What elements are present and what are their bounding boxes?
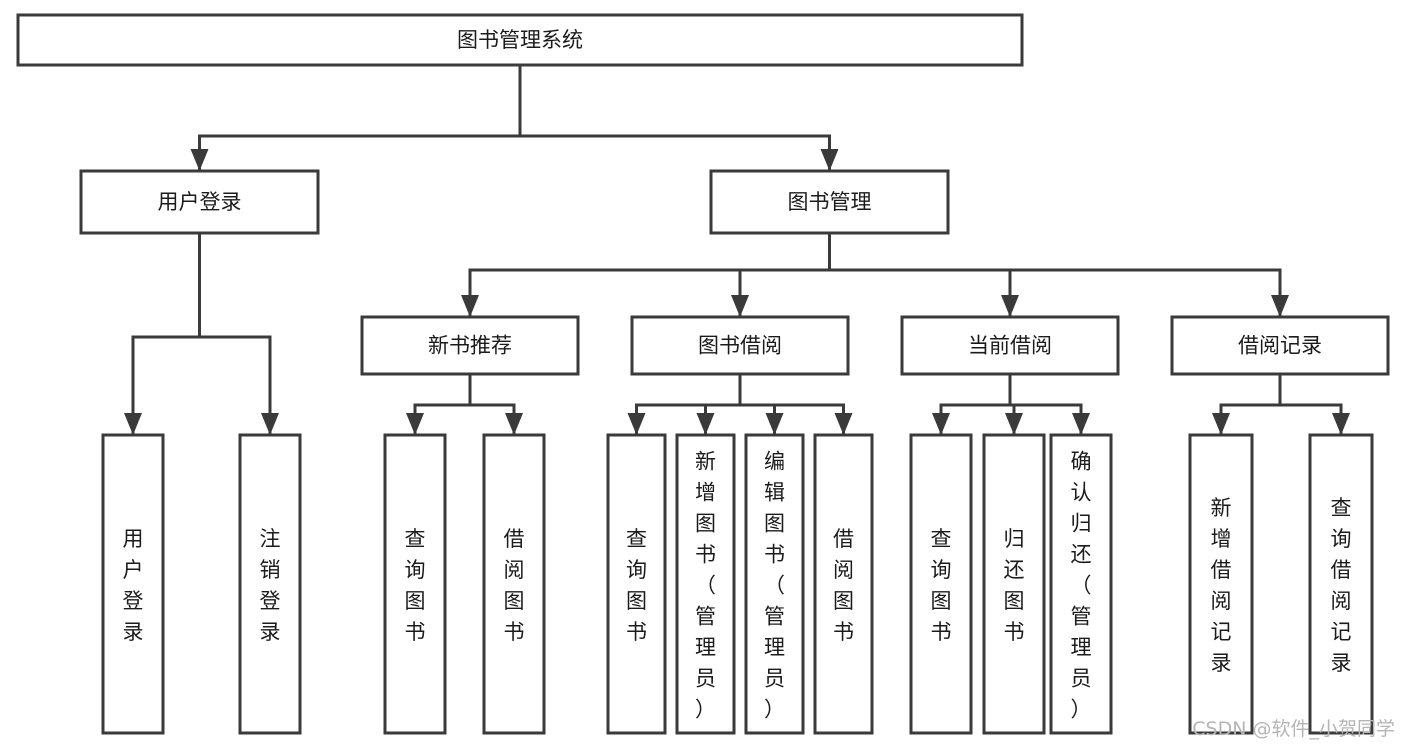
arrow-head-icon xyxy=(731,295,749,317)
node-box-leaf-br-query-record[interactable] xyxy=(1308,433,1374,735)
node-label-leaf-user-login: 用户登录 xyxy=(123,527,144,644)
node-box-leaf-cb-confirm-return[interactable] xyxy=(1049,433,1113,735)
node-box-leaf-bb-edit-book[interactable] xyxy=(744,433,805,735)
node-box-borrow-record[interactable] xyxy=(1170,315,1390,376)
arrow-head-icon xyxy=(124,413,142,435)
arrow-head-icon xyxy=(627,413,646,435)
node-label-leaf-bb-query-book: 查询图书 xyxy=(626,527,647,644)
node-box-leaf-bb-query-book[interactable] xyxy=(606,433,667,735)
arrow-head-icon xyxy=(834,413,853,435)
node-label-leaf-cb-query-book: 查询图书 xyxy=(931,527,952,644)
node-box-root[interactable] xyxy=(16,13,1024,67)
arrow-head-icon xyxy=(1001,295,1019,317)
arrow-head-icon xyxy=(1072,413,1090,435)
arrow-head-icon xyxy=(1212,413,1230,435)
node-box-leaf-logout[interactable] xyxy=(238,433,302,735)
node-box-leaf-cb-return-book[interactable] xyxy=(982,433,1046,735)
node-label-book-borrow: 图书借阅 xyxy=(698,334,782,358)
node-box-book-borrow[interactable] xyxy=(630,315,850,376)
arrow-head-icon xyxy=(696,413,715,435)
node-box-leaf-rec-query-book[interactable] xyxy=(383,433,447,735)
node-box-new-book-rec[interactable] xyxy=(360,315,580,376)
arrow-head-icon xyxy=(932,413,950,435)
node-box-current-borrow[interactable] xyxy=(900,315,1120,376)
node-label-root: 图书管理系统 xyxy=(457,28,583,52)
node-label-layer: 图书管理系统用户登录图书管理新书推荐图书借阅当前借阅借阅记录用户登录注销登录查询… xyxy=(123,28,1352,722)
node-label-current-borrow: 当前借阅 xyxy=(968,334,1052,358)
node-label-leaf-rec-query-book: 查询图书 xyxy=(405,527,426,644)
node-label-leaf-br-query-record: 查询借阅记录 xyxy=(1331,496,1352,675)
node-box-book-manage[interactable] xyxy=(709,169,950,235)
connector-layer xyxy=(124,63,1350,437)
arrow-head-icon xyxy=(406,413,424,435)
node-box-leaf-br-add-record[interactable] xyxy=(1188,433,1254,735)
arrow-head-icon xyxy=(765,413,784,435)
node-label-leaf-bb-borrow-book: 借阅图书 xyxy=(833,527,854,644)
node-label-leaf-rec-borrow-book: 借阅图书 xyxy=(504,527,525,644)
node-box-leaf-bb-borrow-book[interactable] xyxy=(813,433,874,735)
node-label-book-manage: 图书管理 xyxy=(788,190,872,214)
node-box-leaf-bb-add-book[interactable] xyxy=(675,433,736,735)
arrow-head-icon xyxy=(1271,295,1289,317)
node-label-leaf-bb-edit-book: 编辑图书（管理员） xyxy=(764,450,785,722)
node-label-user-login: 用户登录 xyxy=(158,190,242,214)
arrow-head-icon xyxy=(190,149,209,171)
node-box-leaf-cb-query-book[interactable] xyxy=(909,433,973,735)
node-label-leaf-bb-add-book: 新增图书（管理员） xyxy=(695,450,716,722)
node-label-leaf-cb-return-book: 归还图书 xyxy=(1004,527,1025,644)
node-label-leaf-cb-confirm-return: 确认归还（管理员） xyxy=(1071,450,1092,722)
arrow-head-icon xyxy=(820,149,839,171)
arrow-head-icon xyxy=(461,295,479,317)
node-box-user-login[interactable] xyxy=(79,169,320,235)
node-box-layer xyxy=(16,13,1390,735)
arrow-head-icon xyxy=(505,413,523,435)
arrow-head-icon xyxy=(261,413,279,435)
arrow-head-icon xyxy=(1005,413,1023,435)
node-label-borrow-record: 借阅记录 xyxy=(1238,334,1322,358)
node-label-leaf-br-add-record: 新增借阅记录 xyxy=(1211,496,1232,675)
node-box-leaf-user-login[interactable] xyxy=(101,433,165,735)
arrow-head-icon xyxy=(1332,413,1350,435)
node-box-leaf-rec-borrow-book[interactable] xyxy=(482,433,546,735)
node-label-new-book-rec: 新书推荐 xyxy=(428,334,512,358)
node-label-leaf-logout: 注销登录 xyxy=(260,527,281,644)
